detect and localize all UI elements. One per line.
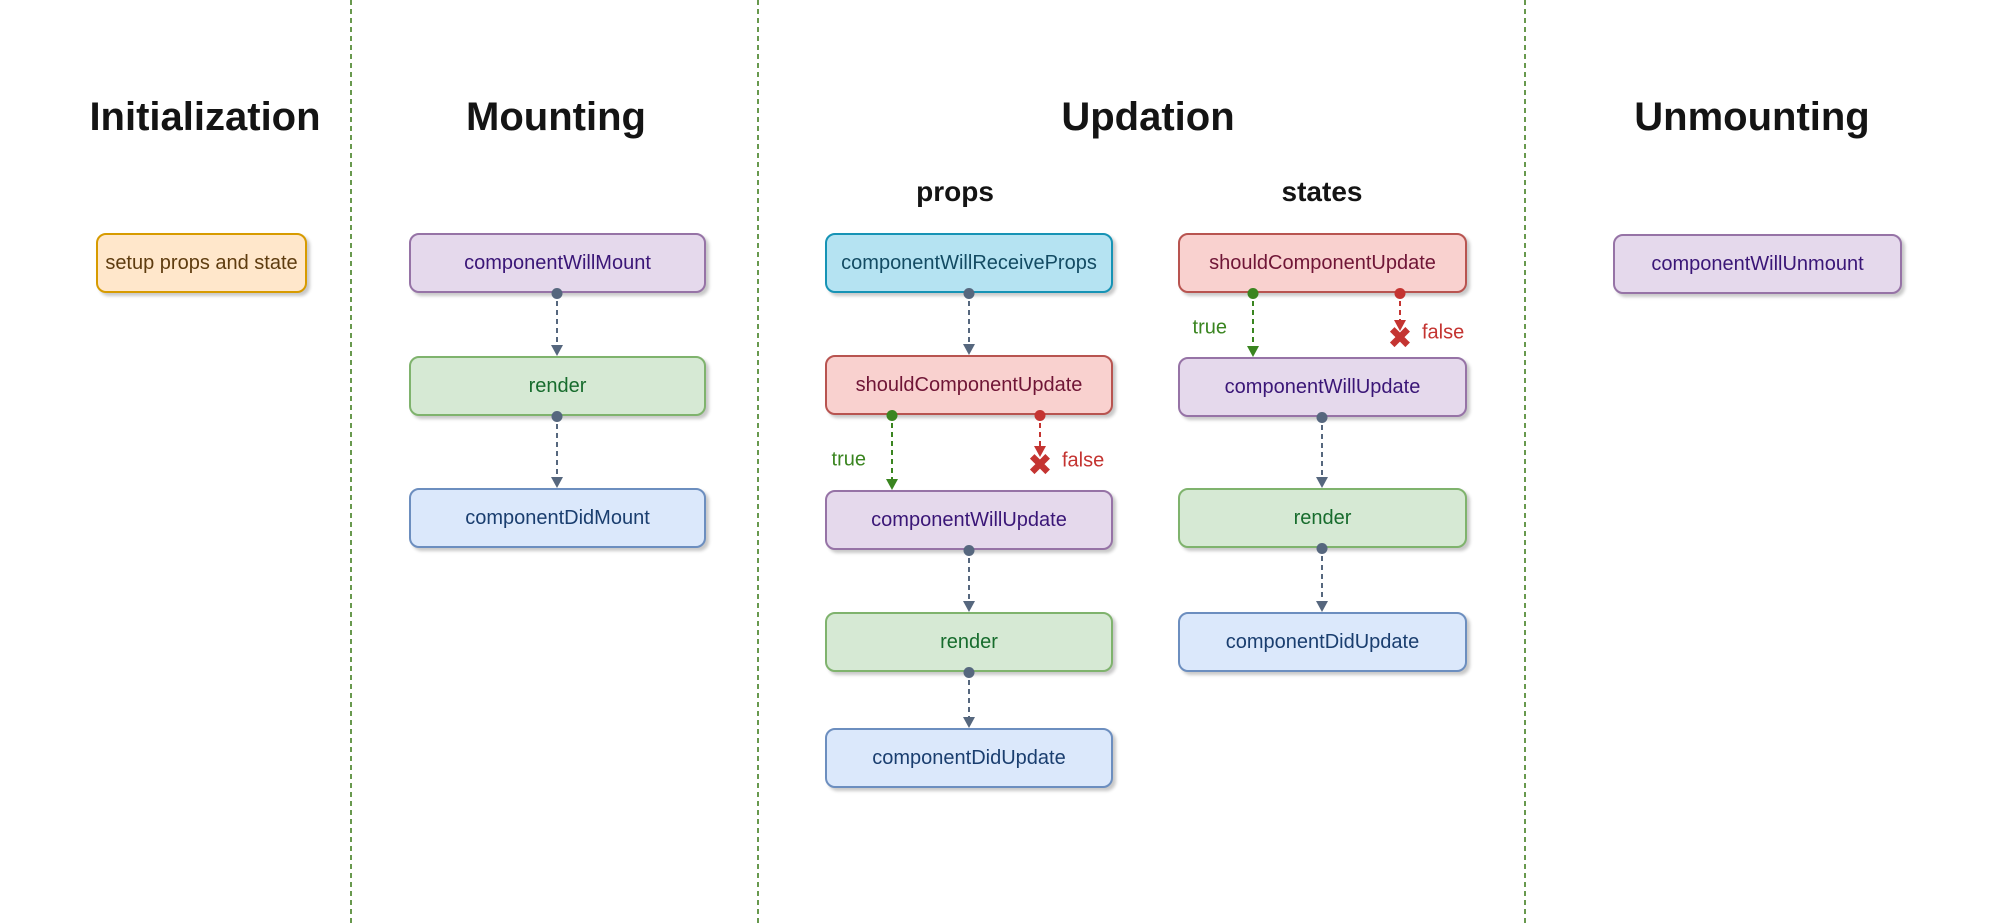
arrow-dashed-line [1399,301,1401,322]
false-label: false [1422,321,1465,344]
arrow-down [962,288,976,355]
arrow-dashed-line [1321,425,1323,479]
arrow-down [962,667,976,728]
arrow-source-dot [963,288,975,299]
box-componentdidupdate-states: componentDidUpdate [1178,612,1467,672]
false-label: false [1062,449,1105,472]
box-render-mounting: render [409,356,706,416]
false-x-icon: ✖ [1027,449,1053,482]
arrowhead-icon [1316,601,1328,612]
arrow-false-branch [1033,410,1047,457]
arrow-true-branch [1246,288,1260,357]
box-setup-props-and-state: setup props and state [96,233,307,293]
arrow-source-dot [963,545,975,556]
box-render-props: render [825,612,1113,672]
arrow-dashed-line [968,301,970,346]
arrowhead-icon [1394,320,1406,331]
box-componentdidmount: componentDidMount [409,488,706,548]
section-title-mounting: Mounting [466,95,646,139]
arrow-down [550,288,564,356]
arrow-dashed-line [891,423,893,481]
box-shouldcomponentupdate-states: shouldComponentUpdate [1178,233,1467,293]
column-header-props: props [916,176,994,207]
section-divider [1524,0,1526,924]
box-shouldcomponentupdate-props: shouldComponentUpdate [825,355,1113,415]
section-title-initialization: Initialization [89,95,321,139]
box-componentwillreceiveprops: componentWillReceiveProps [825,233,1113,293]
arrowhead-icon [963,601,975,612]
box-componentwillmount: componentWillMount [409,233,706,293]
false-x-icon: ✖ [1387,322,1413,355]
arrow-down [550,411,564,488]
arrow-dashed-line [1321,556,1323,603]
arrow-source-dot [1316,543,1328,554]
arrowhead-icon [1247,346,1259,357]
section-divider [757,0,759,924]
box-componentwillupdate-states: componentWillUpdate [1178,357,1467,417]
arrow-dashed-line [1039,423,1041,448]
box-componentdidupdate-props: componentDidUpdate [825,728,1113,788]
arrow-dashed-line [1252,301,1254,348]
arrowhead-icon [551,477,563,488]
arrow-source-dot [1247,288,1259,299]
arrow-down [1315,412,1329,488]
arrowhead-icon [1316,477,1328,488]
arrowhead-icon [963,717,975,728]
arrow-source-dot [963,667,975,678]
arrow-source-dot [1394,288,1406,299]
arrow-dashed-line [968,680,970,719]
arrow-source-dot [551,288,563,299]
arrow-dashed-line [556,424,558,479]
arrowhead-icon [551,345,563,356]
box-componentwillupdate-props: componentWillUpdate [825,490,1113,550]
section-title-updation: Updation [1061,95,1235,139]
arrow-source-dot [886,410,898,421]
arrow-source-dot [1316,412,1328,423]
arrow-false-branch [1393,288,1407,331]
arrow-down [962,545,976,612]
arrow-true-branch [885,410,899,490]
arrow-source-dot [551,411,563,422]
arrowhead-icon [963,344,975,355]
section-divider [350,0,352,924]
column-header-states: states [1281,176,1363,207]
section-title-unmounting: Unmounting [1634,95,1870,139]
arrow-source-dot [1034,410,1046,421]
box-render-states: render [1178,488,1467,548]
arrowhead-icon [1034,446,1046,457]
arrow-dashed-line [968,558,970,603]
arrowhead-icon [886,479,898,490]
box-componentwillunmount: componentWillUnmount [1613,234,1902,294]
arrow-dashed-line [556,301,558,347]
true-label: true [831,448,866,471]
true-label: true [1192,316,1227,339]
arrow-down [1315,543,1329,612]
